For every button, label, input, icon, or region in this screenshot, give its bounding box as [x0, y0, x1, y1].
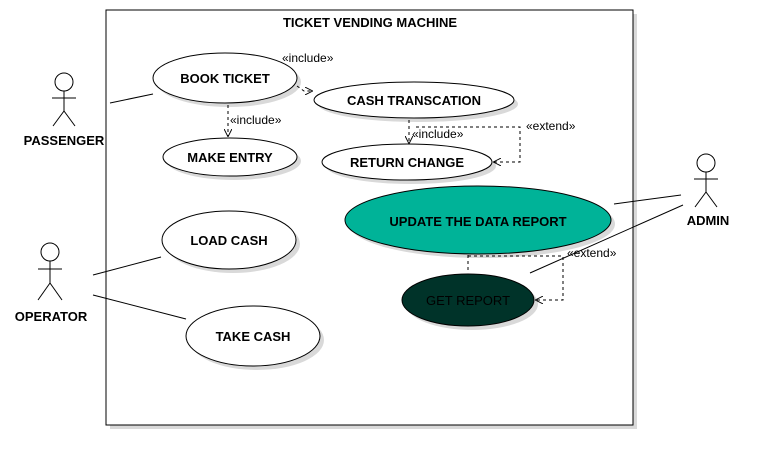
include-book-ticket-cash-transaction: «include» [282, 51, 334, 91]
include-cash-transaction-return-change: «include» [409, 120, 464, 143]
actor-passenger[interactable]: PASSENGER [24, 72, 105, 148]
extend-label-change: «extend» [526, 119, 576, 133]
extend-label-report: «extend» [567, 246, 617, 260]
use-case-get-report[interactable]: GET REPORT [401, 273, 535, 327]
use-case-load-cash-label: LOAD CASH [190, 233, 267, 248]
association-passenger-book-ticket [109, 93, 154, 104]
extend-update-report-get-report: «extend» [467, 246, 617, 300]
include-label-cash-change: «include» [412, 127, 464, 141]
use-case-book-ticket-label: BOOK TICKET [180, 71, 270, 86]
use-case-cash-transaction-label: CASH TRANSCATION [347, 93, 481, 108]
use-case-load-cash[interactable]: LOAD CASH [161, 210, 297, 270]
use-case-return-change-label: RETURN CHANGE [350, 155, 464, 170]
actor-passenger-label: PASSENGER [24, 133, 105, 148]
association-admin-get-report [529, 204, 684, 274]
use-case-update-report-label: UPDATE THE DATA REPORT [389, 214, 566, 229]
actor-admin[interactable]: ADMIN [687, 153, 730, 228]
use-case-cash-transaction[interactable]: CASH TRANSCATION [313, 81, 515, 119]
extend-return-change: «extend» [416, 119, 576, 162]
use-case-book-ticket[interactable]: BOOK TICKET [152, 52, 298, 104]
include-label-book-entry: «include» [230, 113, 282, 127]
system-title: TICKET VENDING MACHINE [283, 15, 457, 30]
actor-admin-label: ADMIN [687, 213, 730, 228]
association-operator-take-cash [92, 294, 187, 320]
use-case-return-change[interactable]: RETURN CHANGE [321, 143, 493, 181]
use-case-make-entry-label: MAKE ENTRY [187, 150, 273, 165]
include-label-book-cash: «include» [282, 51, 334, 65]
use-case-take-cash[interactable]: TAKE CASH [185, 305, 321, 367]
actor-operator-label: OPERATOR [15, 309, 88, 324]
use-case-update-report[interactable]: UPDATE THE DATA REPORT [344, 185, 612, 255]
association-admin-update-report [613, 194, 682, 205]
use-case-take-cash-label: TAKE CASH [216, 329, 291, 344]
actor-operator[interactable]: OPERATOR [15, 242, 88, 324]
include-book-ticket-make-entry: «include» [228, 105, 282, 136]
association-operator-load-cash [92, 256, 162, 276]
use-case-make-entry[interactable]: MAKE ENTRY [162, 137, 298, 177]
use-case-get-report-label: GET REPORT [426, 293, 510, 308]
